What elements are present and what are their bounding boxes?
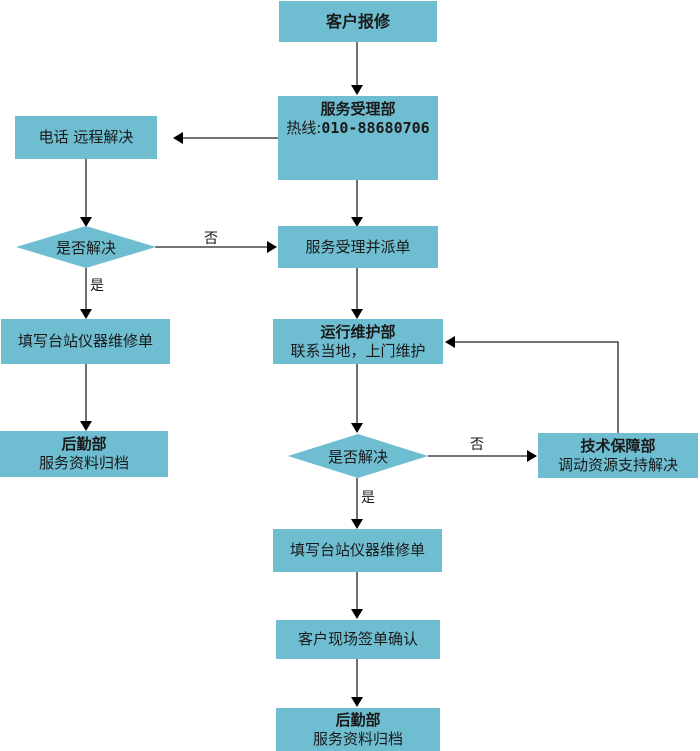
- decision-left: 是否解决: [16, 226, 156, 268]
- node-label: 联系当地，上门维护: [290, 341, 426, 360]
- edge-label-right-no: 否: [470, 437, 484, 453]
- node-tech-support: 技术保障部 调动资源支持解决: [538, 433, 698, 478]
- diamond-shape: [288, 434, 428, 478]
- node-label: 客户报修: [325, 12, 390, 31]
- node-fill-form-right: 填写台站仪器维修单: [273, 529, 442, 572]
- node-phone-remote: 电话 远程解决: [15, 116, 157, 159]
- node-title: 后勤部: [61, 435, 107, 453]
- node-logistics-right: 后勤部 服务资料归档: [276, 708, 440, 751]
- node-label: 调动资源支持解决: [557, 455, 678, 474]
- node-title: 服务受理部: [320, 100, 396, 118]
- node-title: 技术保障部: [580, 436, 656, 455]
- node-service-dept: 服务受理部 热线:010-88680706: [278, 96, 438, 180]
- node-label: 服务受理并派单: [305, 237, 411, 256]
- edge-label-left-no: 否: [204, 231, 218, 247]
- node-label: 填写台站仪器维修单: [289, 541, 425, 559]
- decision-label: 是否解决: [55, 238, 116, 257]
- hotline: 热线:010-88680706: [286, 119, 429, 138]
- node-logistics-left: 后勤部 服务资料归档: [0, 431, 168, 477]
- node-customer-report: 客户报修: [279, 1, 437, 42]
- node-ops-dept: 运行维护部 联系当地，上门维护: [273, 319, 443, 364]
- node-label: 服务资料归档: [312, 729, 403, 748]
- node-fill-form-left: 填写台站仪器维修单: [1, 319, 170, 364]
- edge-label-left-yes: 是: [90, 278, 104, 294]
- node-label: 填写台站仪器维修单: [17, 332, 153, 350]
- decision-right: 是否解决: [288, 434, 428, 478]
- hotline-label: 热线:: [286, 119, 322, 137]
- node-accept-dispatch: 服务受理并派单: [278, 226, 438, 268]
- node-label: 服务资料归档: [38, 454, 129, 472]
- node-label: 电话 远程解决: [38, 128, 134, 146]
- diamond-shape: [16, 226, 156, 268]
- decision-label: 是否解决: [327, 447, 388, 466]
- hotline-number: 010-88680706: [321, 119, 430, 137]
- node-label: 客户现场签单确认: [297, 630, 418, 648]
- node-title: 运行维护部: [320, 322, 396, 341]
- node-customer-confirm: 客户现场签单确认: [276, 620, 440, 659]
- node-title: 后勤部: [335, 710, 381, 729]
- edge-label-right-yes: 是: [361, 490, 375, 506]
- edge-tech-back-to-ops: [445, 336, 619, 433]
